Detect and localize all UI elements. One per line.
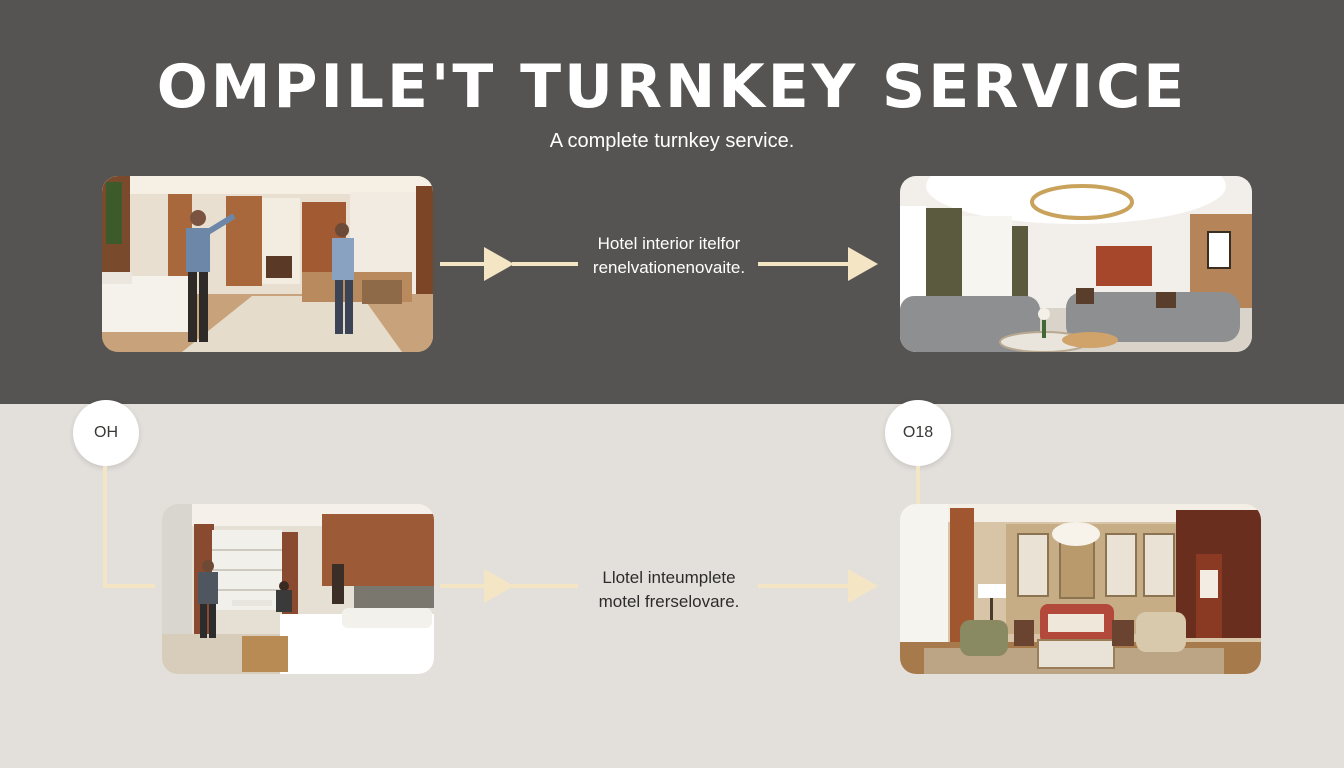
bottom-right-arrow [758,567,880,605]
top-row-label-line2: renelvationenovaite. [592,258,746,277]
bottom-row-label: Llotel inteumplete motel frerselovare. [580,566,758,614]
bottom-row-label-line2: motel frerselovare. [598,592,740,611]
top-left-arrow [440,245,580,283]
step-badge-left: OH [73,400,139,466]
renovation-after-photo [900,176,1252,352]
left-connector-horizontal [103,584,155,588]
bedroom-before-photo [162,504,434,674]
left-connector-vertical [103,466,107,588]
top-row-label-line1: Hotel interior itelfor [597,234,741,253]
top-right-arrow [758,245,880,283]
renovation-before-photo [102,176,433,352]
bottom-left-arrow [440,567,580,605]
page-subtitle: A complete turnkey service. [549,130,795,152]
step-badge-right: O18 [885,400,951,466]
page-title: OMPILE'T TURNKEY SERVICE [156,52,1188,122]
top-row-label: Hotel interior itelfor renelvationenovai… [580,232,758,280]
bottom-row-label-line1: Llotel inteumplete [602,568,736,587]
suite-after-photo [900,504,1261,674]
right-connector-vertical [916,466,920,506]
